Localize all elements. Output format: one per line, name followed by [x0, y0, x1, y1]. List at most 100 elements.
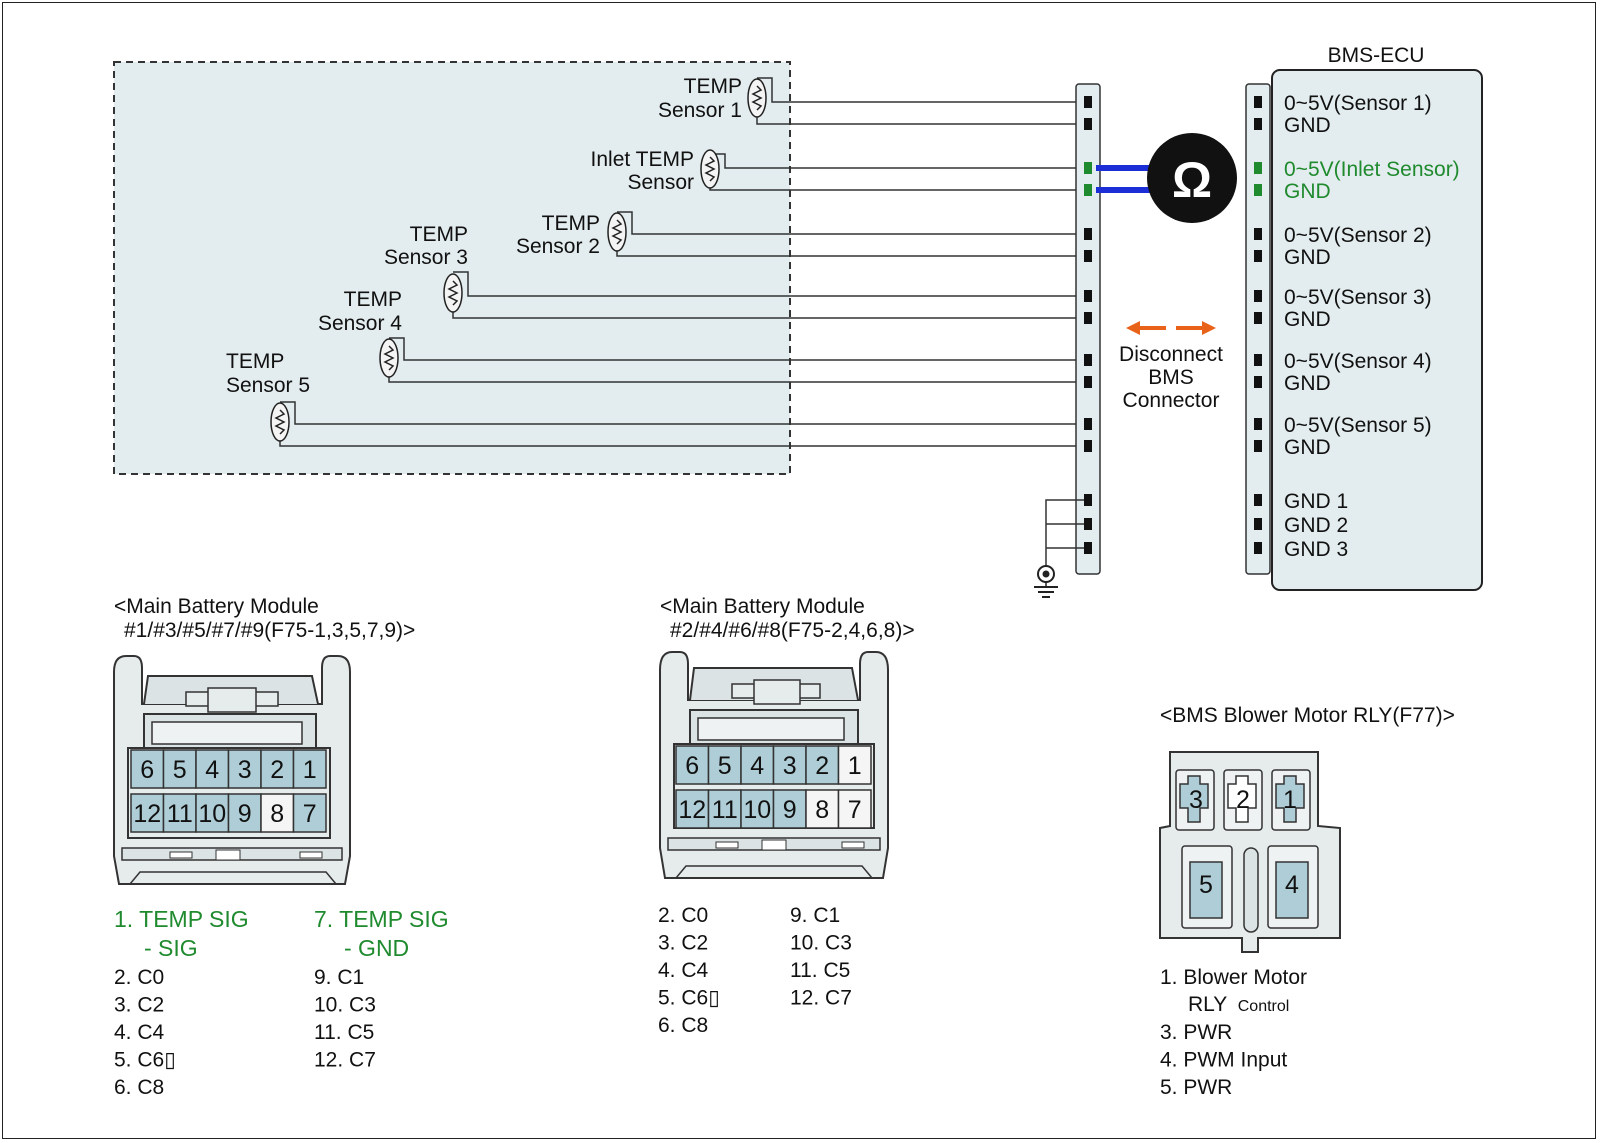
ecu-connector-pin: [1254, 542, 1262, 554]
wire-sensor-2-gnd: [616, 250, 1088, 257]
blower-pin-2-label: 2: [1236, 786, 1250, 814]
legend-item: 4. PWM Input: [1160, 1049, 1287, 1072]
connector-pin-number: 1: [303, 756, 317, 784]
connector-pin-number: 9: [783, 796, 797, 824]
blower-pin-1-label: 1: [1283, 786, 1297, 814]
connector-pin-number: 11: [167, 800, 193, 828]
harness-pin: [1084, 376, 1092, 388]
ecu-connector-pin: [1254, 354, 1262, 366]
harness-pin: [1084, 440, 1092, 452]
connector-pin-cell: [195, 793, 230, 833]
connector-pin-number: 6: [140, 756, 154, 784]
legend-item: 10. C3: [790, 932, 852, 955]
odd-legend-pin1-line1: 1. TEMP SIG: [114, 906, 249, 932]
wire-sensor-5-sig: [280, 401, 1088, 425]
ecu-pin-label: 0~5V(Sensor 1): [1284, 92, 1432, 115]
ecu-connector-pin: [1254, 418, 1262, 430]
legend-item: 2. C0: [114, 966, 164, 989]
blower-pin-3-label: 3: [1189, 786, 1203, 814]
harness-pin: [1084, 184, 1092, 196]
wire-sensor-2-sig: [617, 211, 1088, 235]
connector-pin-cell: [162, 749, 197, 789]
ecu-pin-label: 0~5V(Sensor 4): [1284, 350, 1432, 373]
sensor-3-label-line1: TEMP: [410, 223, 468, 246]
legend-item: 9. C1: [790, 904, 840, 927]
sensor-5-label-line2: Sensor 5: [226, 374, 310, 397]
even-legend-left: 2. C03. C24. C45. C6▯6. C8: [658, 904, 720, 1037]
ecu-pin-label: 0~5V(Sensor 2): [1284, 224, 1432, 247]
ecu-connector-pin: [1254, 518, 1262, 530]
ecu-pin-label: GND: [1284, 246, 1331, 269]
connector-pin-cell: [707, 745, 742, 785]
connector-pin-cell: [227, 793, 262, 833]
ecu-connector-pin: [1254, 312, 1262, 324]
blower-pin-3: [1179, 775, 1209, 823]
blower-legend-line2: RLY Control: [1188, 993, 1289, 1016]
wire-sensor-4-sig: [389, 337, 1088, 361]
ecu-pin-label: GND: [1284, 180, 1331, 203]
ecu-connector-pin: [1254, 376, 1262, 388]
odd-module-title-line2: #1/#3/#5/#7/#9(F75-1,3,5,7,9)>: [124, 619, 415, 642]
even-module-title-line2: #2/#4/#6/#8(F75-2,4,6,8)>: [670, 619, 915, 642]
connector-pin-number: 10: [743, 796, 771, 824]
bms-harness-connector: [1075, 83, 1101, 575]
harness-pin: [1084, 162, 1092, 174]
legend-item: 10. C3: [314, 994, 376, 1017]
disconnect-label-line1: Disconnect: [1119, 343, 1223, 366]
harness-pin: [1084, 494, 1092, 506]
connector-pin-cell: [195, 749, 230, 789]
odd-legend-left: 2. C03. C24. C45. C6▯6. C8: [114, 966, 176, 1099]
connector-pin-number: 2: [815, 752, 829, 780]
ecu-pin-label: GND: [1284, 372, 1331, 395]
disconnect-label-line3: Connector: [1123, 389, 1220, 412]
legend-item: 6. C8: [658, 1014, 708, 1037]
legend-item: 3. C2: [658, 932, 708, 955]
connector-pin-number: 5: [173, 756, 187, 784]
connector-pin-cell: [675, 745, 710, 785]
connector-pin-number: 9: [238, 800, 252, 828]
disconnect-label-line2: BMS: [1148, 366, 1194, 389]
connector-pin-number: 12: [133, 800, 161, 828]
connector-pin-cell: [130, 793, 165, 833]
harness-pin: [1084, 290, 1092, 302]
connector-pin-number: 1: [848, 752, 862, 780]
ecu-connector-pin: [1254, 162, 1262, 174]
connector-pin-cell: [837, 745, 872, 785]
bms-ecu-box: [1271, 69, 1483, 591]
sensor-4-label-line1: TEMP: [344, 288, 402, 311]
legend-item: 4. C4: [114, 1021, 165, 1044]
ecu-side-connector: [1245, 83, 1271, 575]
ecu-side-connector-pins: [1254, 96, 1262, 554]
wire-sensor-1-sig: [757, 77, 1088, 103]
legend-item: 6. C8: [114, 1076, 164, 1099]
odd-legend-pin7-line2: - GND: [344, 935, 409, 961]
connector-pin-number: 12: [678, 796, 706, 824]
connector-pin-number: 10: [198, 800, 226, 828]
harness-pin: [1084, 518, 1092, 530]
blower-pin-4-label: 4: [1285, 871, 1299, 899]
wire-sensor-3-sig: [453, 271, 1088, 297]
connector-pin-cell: [837, 789, 872, 829]
connector-pin-number: 4: [750, 752, 764, 780]
odd-legend-pin7-line1: 7. TEMP SIG: [314, 906, 449, 932]
harness-pin: [1084, 228, 1092, 240]
blower-pin-4: [1275, 861, 1309, 919]
even-module-title-line1: <Main Battery Module: [660, 595, 865, 618]
legend-item: 12. C7: [790, 987, 852, 1010]
harness-pin: [1084, 312, 1092, 324]
legend-item: 3. PWR: [1160, 1021, 1232, 1044]
inlet-sensor-label-line2: Sensor: [627, 171, 694, 194]
harness-pin: [1084, 118, 1092, 130]
odd-module-title-line1: <Main Battery Module: [114, 595, 319, 618]
legend-item: 12. C7: [314, 1049, 376, 1072]
connector-pin-cell: [740, 789, 775, 829]
blower-legend-rly: RLY: [1188, 993, 1227, 1016]
ecu-title: BMS-ECU: [1328, 44, 1425, 67]
connector-pin-cell: [805, 745, 840, 785]
inlet-sensor-label-line1: Inlet TEMP: [591, 148, 694, 171]
connector-pin-number: 6: [685, 752, 699, 780]
